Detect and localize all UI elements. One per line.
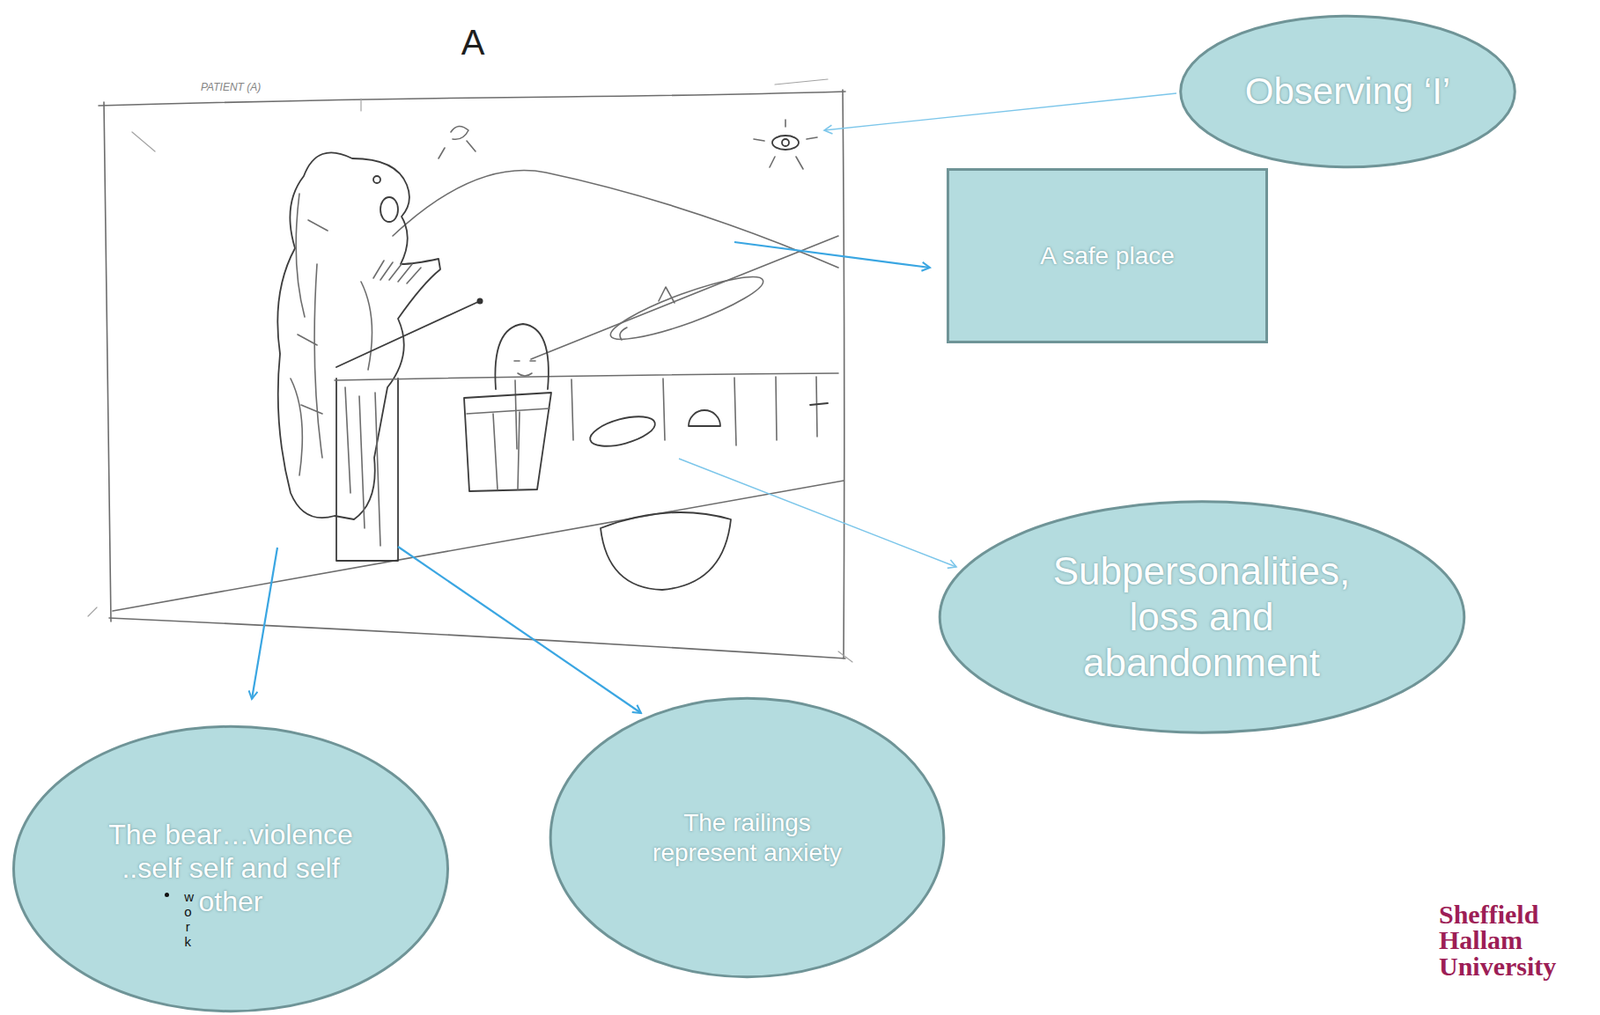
ellipse-shape	[1180, 15, 1516, 168]
eye-symbol	[753, 119, 818, 170]
sketch-frame	[88, 79, 853, 663]
node-body: The bear…violence ..self self and self o…	[10, 724, 451, 1014]
callout-text: Subpersonalities, loss and abandonment	[1025, 548, 1379, 686]
hills-safe-place	[392, 125, 839, 360]
ellipse-shape	[14, 726, 449, 1011]
ellipse-callout: The bear…violence ..self self and self o…	[10, 724, 451, 1014]
ellipse-outline	[547, 696, 947, 980]
title-holder: A	[437, 22, 509, 62]
callout-text: The railings represent anxiety	[632, 808, 863, 867]
vertical-note-holder: work	[184, 889, 192, 950]
diagram-title: A	[437, 22, 509, 62]
ellipse-callout: The railings represent anxiety	[547, 696, 947, 980]
node-body: Observing ‘I’	[1178, 14, 1518, 169]
sketch-caption: PATIENT (A)	[200, 81, 261, 94]
university-logo-holder: Sheffield Hallam University	[1438, 901, 1556, 980]
callout-text: The bear…violence ..self self and self o…	[103, 818, 359, 919]
ellipse-callout: Subpersonalities, loss and abandonment	[936, 500, 1468, 735]
bear-figure	[277, 152, 483, 561]
node-body: The railings represent anxiety	[547, 696, 947, 980]
callout-text: A safe place	[1039, 241, 1175, 271]
ellipse-shape	[550, 698, 944, 978]
loss-objects	[587, 410, 731, 590]
callout-text: Observing ‘I’	[1245, 69, 1451, 114]
university-logo: Sheffield Hallam University	[1438, 901, 1556, 980]
node-body: A safe place	[949, 170, 1266, 341]
ellipse-callout: Observing ‘I’	[1178, 14, 1518, 169]
bucket-figure	[464, 324, 552, 492]
node-body: Subpersonalities, loss and abandonment	[936, 500, 1468, 735]
rect-callout: A safe place	[946, 168, 1269, 344]
vertical-note: work	[184, 889, 192, 950]
railings	[334, 373, 839, 450]
ellipse-shape	[939, 501, 1465, 733]
sketch-caption-holder: PATIENT (A)	[200, 81, 261, 94]
